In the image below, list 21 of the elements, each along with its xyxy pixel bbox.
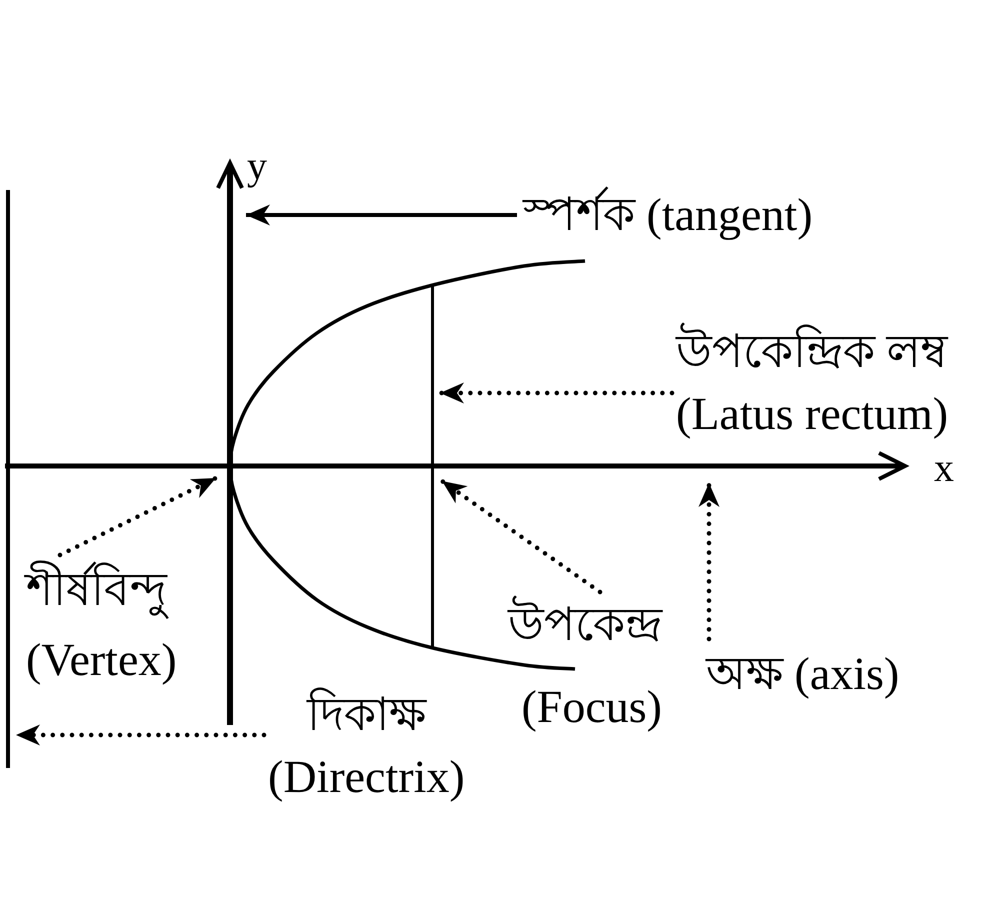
term-label: অক্ষ (axis)	[706, 643, 900, 706]
x-axis	[5, 451, 907, 481]
term-label: শীর্ষবিন্দু	[26, 559, 167, 622]
latus-rectum-line	[431, 285, 434, 648]
dotted-arrow	[58, 476, 218, 558]
term-label: উপকেন্দ্র	[508, 594, 662, 656]
axis-label: x	[934, 448, 954, 488]
term-label: (Focus)	[521, 680, 662, 734]
dotted-arrow	[698, 480, 720, 642]
term-label: (Directrix)	[268, 750, 465, 804]
dotted-arrow	[438, 382, 674, 404]
dotted-arrow	[440, 478, 602, 594]
term-label: উপকেন্দ্রিক লম্ব	[676, 321, 948, 384]
term-label: স্পর্শক (tangent)	[523, 184, 813, 246]
y-axis	[216, 161, 244, 725]
term-label: (Latus rectum)	[676, 387, 948, 442]
arrow	[246, 204, 517, 226]
dotted-arrow	[14, 724, 266, 746]
axis-label: y	[247, 146, 267, 186]
term-label: দিকাক্ষ	[306, 686, 426, 742]
term-label: (Vertex)	[26, 633, 177, 688]
